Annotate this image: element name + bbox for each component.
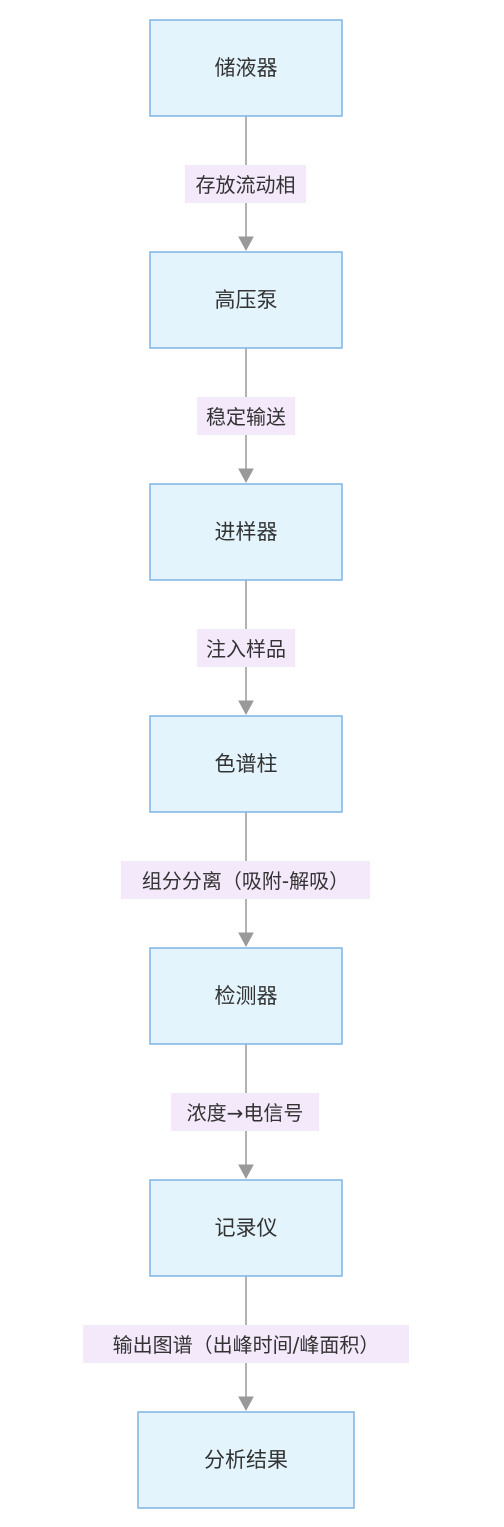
edge-label-text: 稳定输送 [206, 405, 286, 429]
edge-label-background [197, 397, 295, 435]
arrowhead-icon [238, 236, 254, 252]
node-column: 色谱柱 [149, 715, 343, 813]
edge-label-text: 注入样品 [206, 637, 286, 661]
node-box [149, 715, 343, 813]
node-box [149, 19, 343, 117]
edge-label: 注入样品 [197, 629, 295, 667]
node-label: 高压泵 [215, 288, 278, 312]
edge-label-text: 存放流动相 [196, 173, 296, 197]
edge-label-background [83, 1325, 409, 1363]
arrowhead-icon [238, 468, 254, 484]
arrowhead-icon [238, 1164, 254, 1180]
edge-label: 稳定输送 [197, 397, 295, 435]
edge-injector-column: 注入样品 [197, 580, 295, 716]
edge-label: 输出图谱（出峰时间/峰面积） [83, 1325, 409, 1363]
node-box [149, 483, 343, 581]
node-recorder: 记录仪 [149, 1179, 343, 1277]
arrowhead-icon [238, 1396, 254, 1412]
node-label: 记录仪 [215, 1216, 278, 1240]
node-label: 进样器 [215, 520, 278, 544]
edge-column-detector: 组分分离（吸附-解吸） [121, 812, 370, 948]
node-label: 分析结果 [204, 1448, 288, 1472]
node-detector: 检测器 [149, 947, 343, 1045]
node-reservoir: 储液器 [149, 19, 343, 117]
edge-label-background [197, 629, 295, 667]
node-pump: 高压泵 [149, 251, 343, 349]
edge-label-background [121, 861, 370, 899]
edge-label: 浓度→电信号 [171, 1093, 319, 1131]
arrowhead-icon [238, 700, 254, 716]
node-box [149, 1179, 343, 1277]
edge-label: 存放流动相 [185, 165, 306, 203]
node-label: 检测器 [215, 984, 278, 1008]
node-result: 分析结果 [137, 1411, 355, 1509]
node-box [137, 1411, 355, 1509]
node-box [149, 947, 343, 1045]
edge-label-background [171, 1093, 319, 1131]
edge-reservoir-pump: 存放流动相 [185, 116, 306, 252]
node-injector: 进样器 [149, 483, 343, 581]
edge-recorder-result: 输出图谱（出峰时间/峰面积） [83, 1276, 409, 1412]
node-label: 色谱柱 [215, 752, 278, 776]
edge-label-text: 组分分离（吸附-解吸） [142, 869, 349, 893]
node-box [149, 251, 343, 349]
edge-detector-recorder: 浓度→电信号 [171, 1044, 319, 1180]
node-label: 储液器 [215, 56, 278, 80]
edge-label-text: 浓度→电信号 [187, 1101, 304, 1125]
edge-label: 组分分离（吸附-解吸） [121, 861, 370, 899]
arrowhead-icon [238, 932, 254, 948]
edge-label-background [185, 165, 306, 203]
edge-pump-injector: 稳定输送 [197, 348, 295, 484]
edge-label-text: 输出图谱（出峰时间/峰面积） [113, 1333, 380, 1357]
